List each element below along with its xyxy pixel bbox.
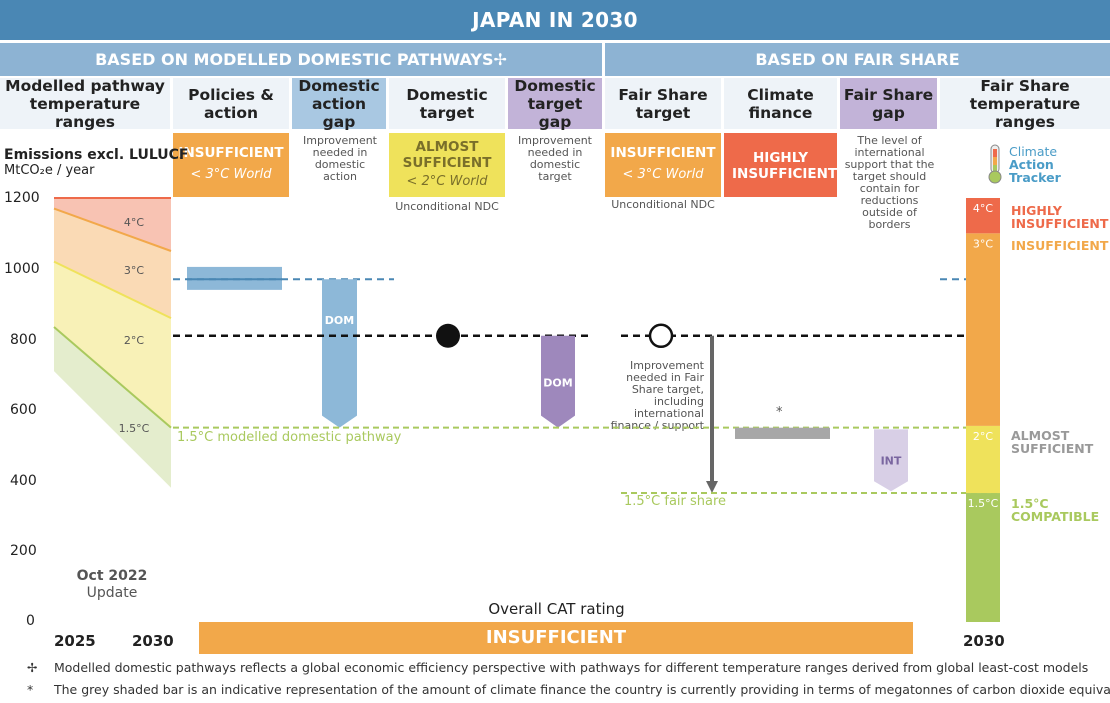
y-axis-unit: MtCO₂e / year <box>4 163 95 178</box>
note-finance-star: * <box>776 405 783 420</box>
y-tick-800: 800 <box>10 332 37 348</box>
note-ndc-domestic: Unconditional NDC <box>395 200 499 213</box>
pathway-line-2 <box>53 260 172 320</box>
logo-text-1: Climate <box>1009 144 1058 159</box>
pathway-line-1 <box>53 207 172 252</box>
rating-policies: INSUFFICIENT < 3°C World <box>173 133 289 197</box>
x-label-2030-right: 2030 <box>963 632 1005 650</box>
pathway-label-0: 4°C <box>124 216 144 229</box>
pathway-label-3: 1.5°C <box>119 422 150 435</box>
y-tick-1000: 1000 <box>4 261 40 277</box>
fair-share-label: 1.5°C fair share <box>624 494 727 509</box>
section-fair-share-header: BASED ON FAIR SHARE <box>605 43 1110 76</box>
dom-label-2: DOM <box>543 377 572 390</box>
page-title: JAPAN IN 2030 <box>0 0 1110 40</box>
col-fair-share-target: Fair Share target <box>605 78 721 129</box>
climate-finance-bar <box>735 427 830 439</box>
logo-text-2: Action <box>1009 157 1054 172</box>
domestic-pathway-label: 1.5°C modelled domestic pathway <box>177 430 402 445</box>
fair-share-range-label-2: 3°C <box>973 237 993 250</box>
y-tick-400: 400 <box>10 473 37 489</box>
legend-compatible: 1.5°C COMPATIBLE <box>1011 496 1100 524</box>
fair-share-range-0 <box>966 493 1000 622</box>
band-2c <box>54 261 171 428</box>
domestic-target-gap-arrow <box>541 335 575 428</box>
fair-share-range-1 <box>966 425 1000 494</box>
dom-label-1: DOM <box>325 314 354 327</box>
pathway-label-1: 3°C <box>124 264 144 277</box>
rating-domestic-target: ALMOST SUFFICIENT < 2°C World <box>389 133 505 197</box>
rating-fair-share-target-sub: < 3°C World <box>622 167 704 182</box>
x-label-2025: 2025 <box>54 632 96 650</box>
int-gap-arrow <box>874 429 908 492</box>
overall-rating-value: INSUFFICIENT <box>199 622 913 654</box>
footnote-mark-1: ✢ <box>27 660 38 675</box>
x-label-2030: 2030 <box>132 632 174 650</box>
fair-share-range-2 <box>966 233 1000 426</box>
band-1-5c <box>54 326 171 488</box>
footnote-text-1: Modelled domestic pathways reflects a gl… <box>54 660 1089 675</box>
col-modelled-pathway: Modelled pathway temperature ranges <box>0 77 170 131</box>
y-tick-0: 0 <box>26 613 35 629</box>
col-domestic-target: Domestic target <box>389 78 505 129</box>
pathway-line-3 <box>53 326 172 429</box>
rating-domestic-target-sub: < 2°C World <box>406 174 488 189</box>
col-domestic-target-gap: Domestic target gap <box>508 77 602 131</box>
rating-climate-finance-label: HIGHLY INSUFFICIENT <box>732 150 838 182</box>
band-4c <box>54 198 171 251</box>
domestic-target-marker <box>436 323 460 348</box>
update-date: Oct 2022 <box>76 568 148 584</box>
fair-share-range-3 <box>966 198 1000 234</box>
col-fair-share-gap: Fair Share gap <box>840 78 937 129</box>
update-label: Update <box>86 585 138 601</box>
legend-almost-sufficient: ALMOST SUFFICIENT <box>1011 428 1094 456</box>
note-fair-share-gap: The level of international support that … <box>844 134 935 231</box>
rating-climate-finance: HIGHLY INSUFFICIENT <box>724 133 837 197</box>
y-tick-1200: 1200 <box>4 190 40 206</box>
note-ndc-fair-share: Unconditional NDC <box>611 198 715 211</box>
note-fair-share-improvement: Improvement needed in Fair Share target,… <box>610 359 704 432</box>
note-domestic-action-gap: Improvement needed in domestic action <box>303 134 377 183</box>
rating-policies-sub: < 3°C World <box>190 167 272 182</box>
logo-text-3: Tracker <box>1009 170 1061 185</box>
fair-share-range-label-0: 1.5°C <box>968 497 999 510</box>
col-fair-share-temperature: Fair Share temperature ranges <box>940 77 1110 131</box>
fair-share-range-label-3: 4°C <box>973 202 993 215</box>
legend-highly-insufficient: HIGHLY INSUFFICIENT <box>1011 203 1109 231</box>
col-policies-action: Policies & action <box>173 78 289 129</box>
legend-insufficient: INSUFFICIENT <box>1011 238 1109 253</box>
section-domestic-header: BASED ON MODELLED DOMESTIC PATHWAYS✢ <box>0 43 602 76</box>
rating-policies-label: INSUFFICIENT <box>178 145 284 161</box>
rating-domestic-target-label: ALMOST SUFFICIENT <box>402 139 492 171</box>
footnote-text-2: The grey shaded bar is an indicative rep… <box>54 682 1110 697</box>
overall-rating-label: Overall CAT rating <box>488 600 625 618</box>
y-tick-200: 200 <box>10 543 37 559</box>
pathway-label-2: 2°C <box>124 334 144 347</box>
y-tick-600: 600 <box>10 402 37 418</box>
rating-fair-share-target: INSUFFICIENT < 3°C World <box>605 133 721 197</box>
col-climate-finance: Climate finance <box>724 78 837 129</box>
thermometer-icon <box>988 144 1002 184</box>
domestic-action-gap-arrow <box>322 279 357 428</box>
cat-logo: Climate Action Tracker <box>986 143 1106 189</box>
fair-share-gap-arrow-head <box>706 481 718 494</box>
fair-share-target-marker <box>648 323 674 349</box>
int-label: INT <box>881 454 902 467</box>
band-3c <box>54 208 171 319</box>
y-axis-title: Emissions excl. LULUCF <box>4 147 189 163</box>
fair-share-range-label-1: 2°C <box>973 430 993 443</box>
note-domestic-target-gap: Improvement needed in domestic target <box>518 134 592 183</box>
footnote-mark-2: * <box>27 682 34 697</box>
col-domestic-action-gap: Domestic action gap <box>292 77 386 131</box>
rating-fair-share-target-label: INSUFFICIENT <box>610 145 716 161</box>
